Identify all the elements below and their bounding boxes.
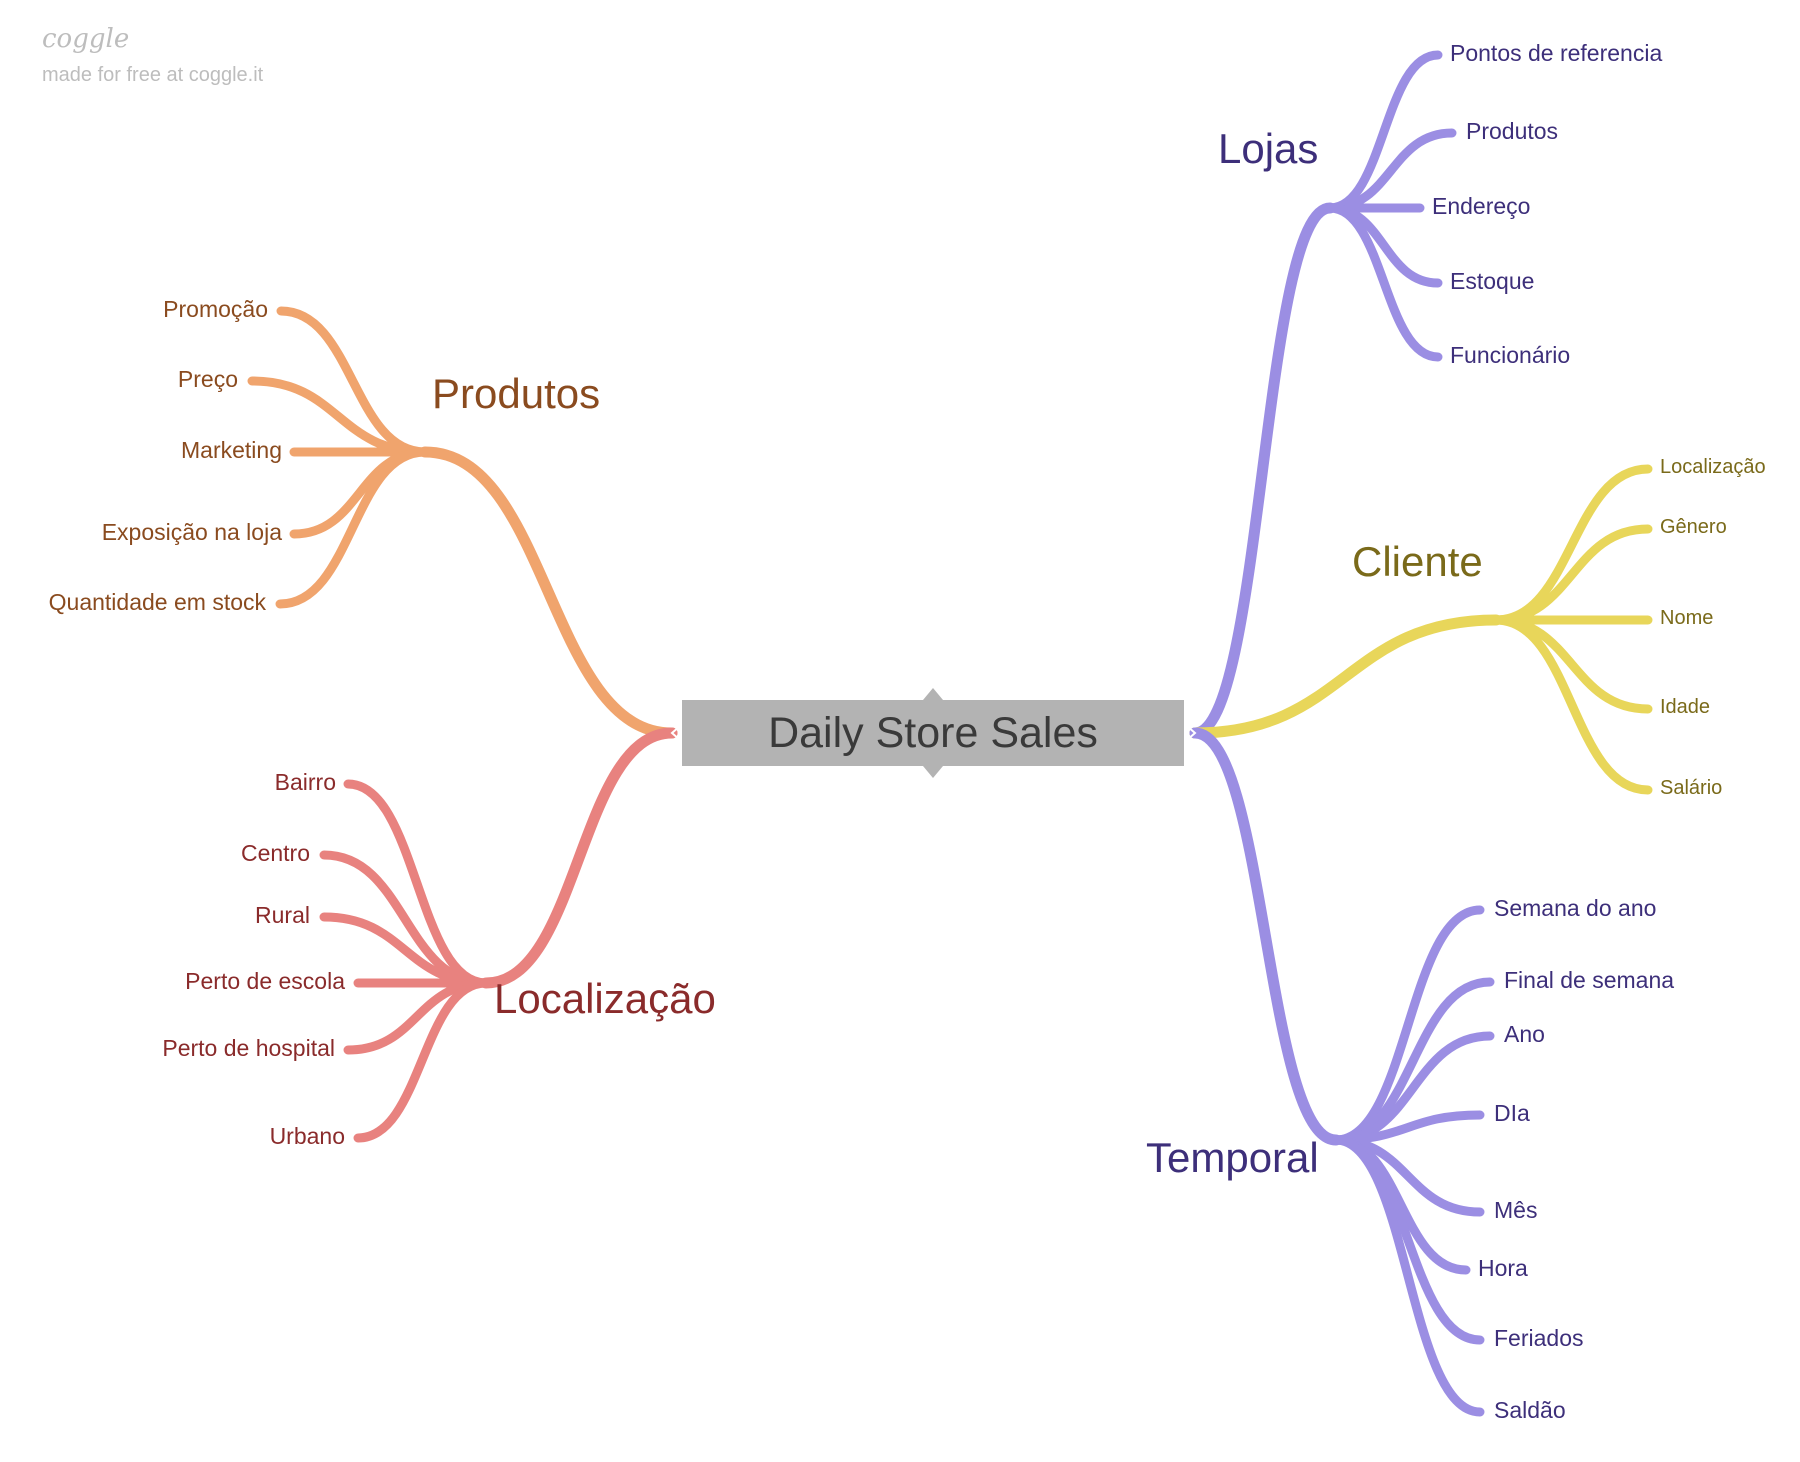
- branch-connector-produtos: [419, 446, 678, 739]
- leaf-node[interactable]: Funcionário: [1450, 341, 1571, 368]
- leaf-node[interactable]: Nome: [1660, 607, 1714, 629]
- leaf-connector-temporal-0: [1331, 905, 1485, 1145]
- leaf-node[interactable]: Exposição na loja: [101, 518, 282, 545]
- connector-group-localizacao: [319, 727, 678, 1143]
- leaf-connector-cliente-4: [1491, 615, 1653, 795]
- leaf-node[interactable]: Localização: [1660, 456, 1766, 478]
- leaf-node[interactable]: Mês: [1494, 1196, 1538, 1223]
- connector-group-produtos: [247, 306, 678, 739]
- leaf-node[interactable]: Salário: [1660, 777, 1723, 799]
- leaf-node[interactable]: Perto de escola: [185, 967, 345, 994]
- leaf-node[interactable]: Feriados: [1494, 1324, 1584, 1351]
- leaf-node[interactable]: Idade: [1660, 696, 1711, 718]
- branch-connector-cliente: [1189, 614, 1502, 739]
- leaf-node[interactable]: DIa: [1494, 1099, 1530, 1126]
- leaf-node[interactable]: Marketing: [181, 436, 282, 463]
- branch-connector-localizacao: [480, 727, 678, 989]
- leaf-node[interactable]: Saldão: [1494, 1396, 1566, 1423]
- leaf-node[interactable]: Produtos: [1466, 117, 1559, 144]
- leaf-connector-temporal-7: [1331, 1135, 1485, 1417]
- connector-group-temporal: [1189, 727, 1495, 1417]
- branch-connector-lojas: [1189, 202, 1336, 739]
- watermark-text: made for free at coggle.it: [42, 64, 264, 86]
- center-notch-bottom: [923, 766, 943, 778]
- center-marker-1: [1186, 725, 1197, 741]
- center-marker-0: [670, 725, 681, 741]
- leaf-node[interactable]: Promoção: [163, 295, 268, 322]
- leaf-node[interactable]: Semana do ano: [1494, 894, 1657, 921]
- branch-node-localizacao[interactable]: Localização: [494, 975, 716, 1022]
- branch-node-produtos[interactable]: Produtos: [432, 370, 601, 417]
- leaf-connector-produtos-4: [275, 447, 430, 609]
- leaf-node[interactable]: Hora: [1478, 1254, 1528, 1281]
- leaf-node[interactable]: Preço: [177, 365, 238, 392]
- leaf-node[interactable]: Urbano: [269, 1122, 345, 1149]
- connector-group-cliente: [1189, 464, 1653, 795]
- central-node-label: Daily Store Sales: [768, 708, 1098, 757]
- leaf-node[interactable]: Gênero: [1660, 516, 1727, 538]
- leaf-connector-lojas-4: [1325, 203, 1443, 362]
- leaf-node[interactable]: Centro: [240, 839, 310, 866]
- leaf-node[interactable]: Perto de hospital: [162, 1034, 335, 1061]
- leaf-node[interactable]: Ano: [1504, 1020, 1545, 1047]
- leaf-node[interactable]: Pontos de referencia: [1450, 39, 1663, 66]
- coggle-logo: coggle: [42, 24, 130, 54]
- central-node[interactable]: Daily Store Sales: [682, 700, 1184, 766]
- leaf-connector-cliente-0: [1491, 464, 1653, 625]
- leaf-node[interactable]: Quantidade em stock: [48, 588, 266, 615]
- leaf-connector-localizacao-0: [343, 779, 491, 988]
- branch-node-temporal[interactable]: Temporal: [1146, 1134, 1319, 1181]
- leaf-node[interactable]: Endereço: [1432, 192, 1531, 219]
- leaf-node[interactable]: Final de semana: [1504, 966, 1675, 993]
- leaf-node[interactable]: Estoque: [1450, 267, 1535, 294]
- connector-group-lojas: [1189, 50, 1457, 739]
- center-notch-top: [923, 688, 943, 700]
- branch-node-cliente[interactable]: Cliente: [1352, 538, 1483, 585]
- branch-connector-temporal: [1189, 727, 1342, 1146]
- leaf-node[interactable]: Rural: [255, 901, 310, 928]
- leaf-connector-localizacao-5: [353, 978, 491, 1143]
- leaf-node[interactable]: Bairro: [274, 768, 336, 795]
- branch-node-lojas[interactable]: Lojas: [1218, 125, 1319, 172]
